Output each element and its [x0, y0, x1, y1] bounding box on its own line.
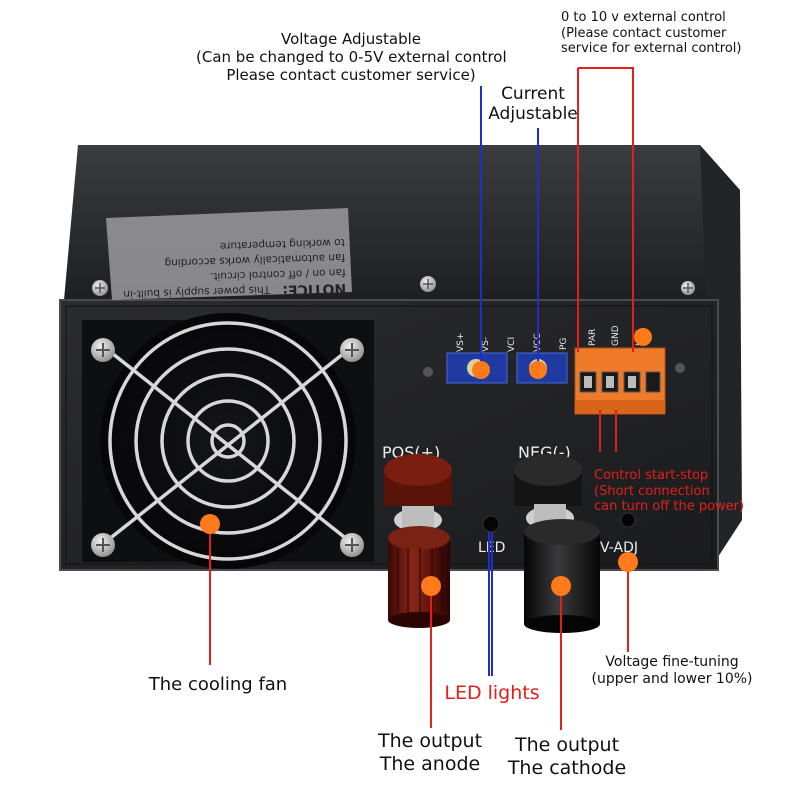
- callout-line: (upper and lower 10%): [591, 670, 753, 687]
- callout-title: The cathode: [507, 756, 627, 779]
- callout-line: can turn off the power): [594, 499, 745, 515]
- pin-label-par: PAR: [588, 329, 598, 346]
- case-screw: [681, 281, 695, 295]
- marker-dot: [551, 576, 571, 596]
- cooling-fan: [82, 313, 374, 569]
- v-adj-label: V-ADJ: [600, 540, 638, 556]
- callout-line: (Short connection: [594, 483, 710, 499]
- callout-output-anode: The output The anode: [365, 730, 495, 776]
- notice-line: This power supply is built-in: [123, 283, 271, 300]
- fan-screw: [91, 338, 115, 362]
- notice-title: NOTICE:: [282, 280, 346, 298]
- case-screw: [92, 280, 108, 296]
- notice-line: fan automatically works according: [164, 251, 345, 269]
- notice-line: to working temperature: [220, 236, 345, 252]
- marker-dot: [472, 361, 490, 379]
- callout-led-lights: LED lights: [432, 682, 552, 705]
- callout-line: service for external control): [561, 41, 742, 57]
- callout-voltage-fine-tuning: Voltage fine-tuning (upper and lower 10%…: [572, 654, 772, 688]
- callout-title: The cooling fan: [148, 674, 288, 695]
- pin-label-vci: VCI: [507, 337, 517, 352]
- marker-dot: [421, 576, 441, 596]
- notice-sticker: NOTICE: This power supply is built-in fa…: [106, 208, 352, 300]
- callout-title: The output: [514, 734, 620, 756]
- fan-screw: [340, 533, 364, 557]
- marker-dot: [529, 361, 547, 379]
- callout-title: LED lights: [444, 682, 540, 704]
- callout-line: (Please contact customer: [561, 25, 727, 41]
- callout-title: The anode: [379, 752, 481, 775]
- callout-output-cathode: The output The cathode: [497, 734, 637, 780]
- callout-line: Please contact customer service): [226, 66, 476, 84]
- v-adj-hole[interactable]: [620, 512, 636, 528]
- marker-dot: [200, 514, 220, 534]
- pin-label-pg: PG: [559, 338, 569, 350]
- notice-line: fan on / off control circuit.: [210, 266, 346, 282]
- callout-title: The output: [377, 730, 483, 752]
- callout-title: Control start-stop: [594, 468, 709, 483]
- callout-title: Voltage fine-tuning: [605, 654, 739, 670]
- pin-label-vs-plus: VS+: [456, 333, 466, 352]
- case-side: [700, 145, 742, 560]
- positive-output-terminal[interactable]: [384, 454, 452, 628]
- led-indicator: [482, 515, 500, 533]
- callout-line-start-stop: [599, 410, 617, 452]
- fan-screw: [340, 338, 364, 362]
- callout-line-led: [488, 532, 493, 676]
- callout-voltage-adjustable: Voltage Adjustable (Can be changed to 0-…: [196, 30, 507, 84]
- callout-external-control: 0 to 10 v external control (Please conta…: [561, 10, 756, 57]
- case-screw: [420, 276, 436, 292]
- callout-current-adjustable: Current Adjustable: [483, 84, 583, 125]
- callout-title: Voltage Adjustable: [280, 30, 422, 48]
- control-terminal-block[interactable]: [574, 347, 666, 415]
- fan-screw: [91, 533, 115, 557]
- fan-grille: [106, 321, 350, 561]
- callout-control-start-stop: Control start-stop (Short connection can…: [594, 468, 769, 515]
- callout-line-external: [578, 67, 634, 352]
- marker-dot: [634, 328, 652, 346]
- callout-title: Current: [501, 84, 565, 104]
- pin-label-gnd: GND: [611, 325, 621, 346]
- pin-label-vs-minus: VS-: [481, 337, 491, 352]
- callout-title: 0 to 10 v external control: [561, 10, 726, 25]
- callout-title: Adjustable: [488, 104, 578, 125]
- marker-dot: [618, 552, 638, 572]
- callout-line: (Can be changed to 0-5V external control: [196, 48, 507, 66]
- callout-cooling-fan: The cooling fan: [128, 674, 308, 696]
